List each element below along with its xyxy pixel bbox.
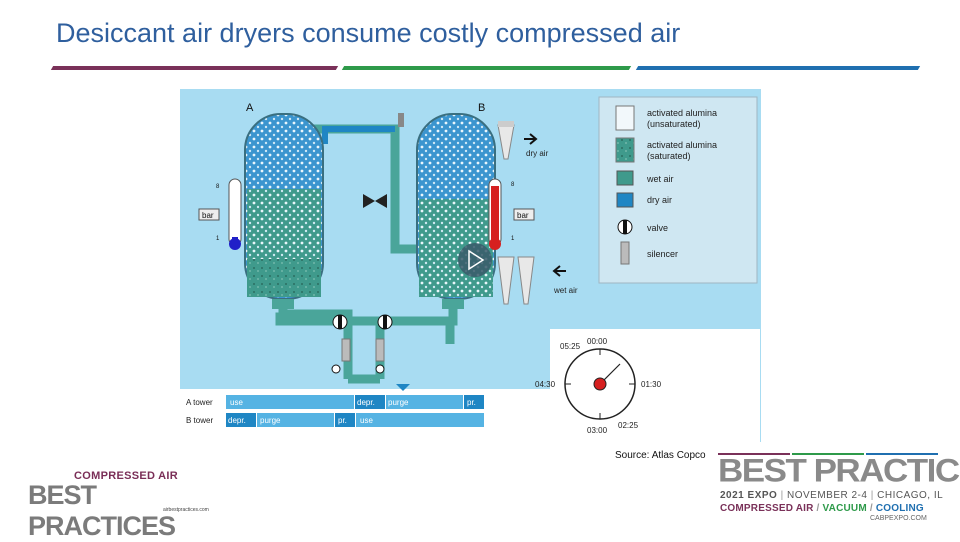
gauge-a-min: 1 xyxy=(216,236,220,242)
clock-0525: 05:25 xyxy=(560,342,581,351)
clock-0430: 04:30 xyxy=(535,380,556,389)
tower-timeline: A tower B tower use depr. purge pr. depr… xyxy=(180,384,550,442)
gauge-a-max: 8 xyxy=(216,184,220,190)
timeline-a-pr: pr. xyxy=(467,398,476,407)
slide-title: Desiccant air dryers consume costly comp… xyxy=(56,18,681,48)
wet-air-label: wet air xyxy=(553,286,578,295)
dry-air-label: dry air xyxy=(526,149,549,158)
tower-a xyxy=(244,113,324,309)
legend-item-4: dry air xyxy=(647,195,672,205)
play-button[interactable] xyxy=(458,243,492,277)
tower-a-label: A xyxy=(246,102,254,114)
best-practices-expo-logo: BEST PRACTICES 2021 EXPO | NOVEMBER 2-4 … xyxy=(718,450,960,526)
logo-right-cat1: COMPRESSED AIR xyxy=(720,503,814,514)
legend-item-1-line1: activated alumina xyxy=(647,108,717,118)
clock-0225: 02:25 xyxy=(618,421,639,430)
timeline-b-depr: depr. xyxy=(228,416,246,425)
logo-right-categories: COMPRESSED AIR / VACUUM / COOLING xyxy=(720,503,924,514)
logo-right-url: CABPEXPO.COM xyxy=(870,515,927,522)
logo-left-main: BEST PRACTICES xyxy=(28,480,176,541)
legend-item-2-line2: (saturated) xyxy=(647,151,691,161)
logo-right-expo-line: 2021 EXPO | NOVEMBER 2-4 | CHICAGO, IL xyxy=(720,490,944,501)
timeline-b-purge: purge xyxy=(260,416,281,425)
legend-silencer-icon xyxy=(620,241,630,265)
gauge-b-min: 1 xyxy=(511,236,515,242)
unsaturated-alumina-icon xyxy=(615,105,635,131)
title-rule-purple xyxy=(50,66,339,70)
timeline-a-purge: purge xyxy=(388,398,409,407)
logo-right-cat2: VACUUM xyxy=(822,503,867,514)
legend-item-2-line1: activated alumina xyxy=(647,140,717,150)
logo-right-dates: NOVEMBER 2-4 xyxy=(786,490,868,501)
clock-0300: 03:00 xyxy=(587,426,608,435)
title-rule-blue xyxy=(635,66,921,70)
gauge-b-unit: bar xyxy=(517,211,529,220)
purge-silencers xyxy=(497,256,535,305)
dryer-diagram: A B 8 1 bar 8 1 bar xyxy=(180,89,761,442)
cycle-clock: 00:00 05:25 01:30 04:30 02:25 03:00 xyxy=(535,329,760,442)
dryer-diagram-svg: A B 8 1 bar 8 1 bar xyxy=(180,96,760,442)
logo-right-expo: 2021 EXPO xyxy=(720,490,778,501)
wet-air-swatch xyxy=(616,170,634,186)
legend-item-1-line2: (unsaturated) xyxy=(647,119,701,129)
tower-b-label: B xyxy=(478,102,485,114)
timeline-b-pr: pr. xyxy=(338,416,347,425)
tower-b xyxy=(416,113,496,309)
timeline-a-use: use xyxy=(230,398,243,407)
logo-left-url: airbestpractices.com xyxy=(163,507,209,513)
logo-right-main: BEST PRACTICES xyxy=(718,453,960,489)
legend-item-6: silencer xyxy=(647,249,678,259)
clock-0130: 01:30 xyxy=(641,380,662,389)
timeline-marker-icon xyxy=(396,384,410,391)
source-caption: Source: Atlas Copco xyxy=(615,450,706,461)
gauge-b-max: 8 xyxy=(511,182,515,188)
legend-item-5: valve xyxy=(647,223,668,233)
lower-valves xyxy=(331,314,393,374)
dry-air-swatch xyxy=(616,192,634,208)
gauge-a-unit: bar xyxy=(202,211,214,220)
legend-item-3: wet air xyxy=(646,174,674,184)
timeline-b-use: use xyxy=(360,416,373,425)
title-rule-green xyxy=(341,66,632,70)
dry-air-arrow-icon xyxy=(524,133,538,145)
clock-0000: 00:00 xyxy=(587,337,608,346)
silencer-icon xyxy=(398,113,404,127)
logo-left-top: COMPRESSED AIR xyxy=(74,470,179,482)
legend: activated alumina (unsaturated) activate… xyxy=(598,96,758,284)
pressure-gauge-a: 8 1 bar xyxy=(198,178,242,250)
dry-air-outlet-silencer xyxy=(497,121,515,160)
logo-right-cat3: COOLING xyxy=(875,503,924,514)
compressed-air-best-practices-logo: COMPRESSED AIR BEST PRACTICES airbestpra… xyxy=(28,470,209,541)
timeline-a-label: A tower xyxy=(186,398,213,407)
timeline-a-depr: depr. xyxy=(357,398,375,407)
pressure-gauge-b: 8 1 bar xyxy=(488,178,535,250)
logo-right-bars xyxy=(718,453,938,455)
valve-icon xyxy=(363,194,387,208)
wet-air-arrow-icon xyxy=(552,265,566,277)
saturated-alumina-icon xyxy=(615,137,635,163)
logo-right-city: CHICAGO, IL xyxy=(877,490,944,501)
timeline-b-label: B tower xyxy=(186,416,213,425)
